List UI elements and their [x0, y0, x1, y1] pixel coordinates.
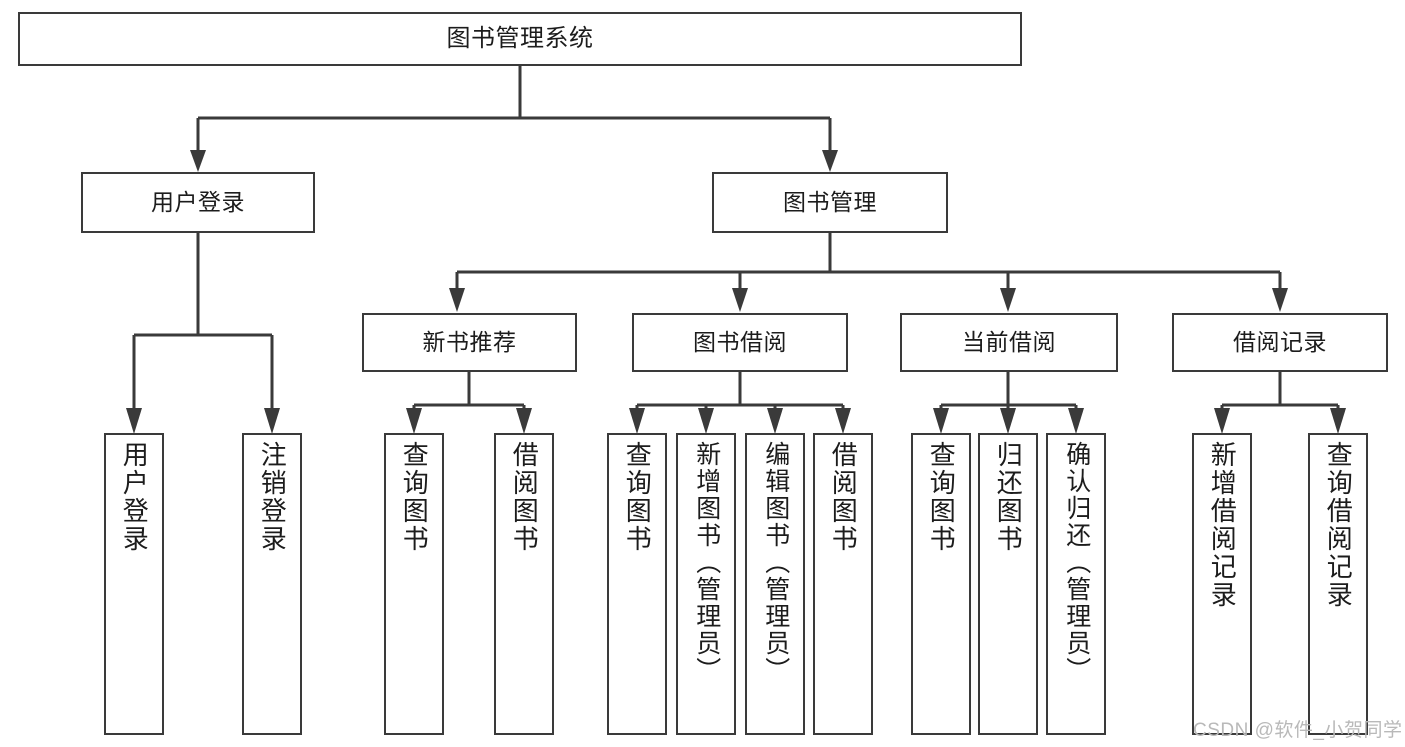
node-root-system[interactable]: 图书管理系统 [18, 12, 1022, 66]
node-label: 新书推荐 [422, 328, 517, 355]
leaf-borrow-edit-book-admin[interactable]: 编辑图书（管理员） [745, 433, 805, 735]
node-label: 用户登录 [119, 441, 150, 553]
node-label: 查询图书 [926, 441, 957, 553]
node-label: 图书管理系统 [446, 24, 594, 52]
leaf-record-add-record[interactable]: 新增借阅记录 [1192, 433, 1252, 735]
node-label: 借阅图书 [509, 441, 540, 553]
node-book-borrow[interactable]: 图书借阅 [632, 313, 848, 372]
node-label: 新增图书（管理员） [692, 441, 721, 684]
leaf-borrow-query-book[interactable]: 查询图书 [607, 433, 667, 735]
leaf-user-login[interactable]: 用户登录 [104, 433, 164, 735]
node-label: 当前借阅 [962, 328, 1056, 355]
node-label: 借阅图书 [828, 441, 859, 553]
node-new-book-recommend[interactable]: 新书推荐 [362, 313, 577, 372]
node-label: 借阅记录 [1233, 328, 1327, 355]
leaf-record-query-record[interactable]: 查询借阅记录 [1308, 433, 1368, 735]
leaf-newbook-query-book[interactable]: 查询图书 [384, 433, 444, 735]
node-label: 查询图书 [622, 441, 653, 553]
node-label: 用户登录 [151, 188, 245, 215]
node-book-management[interactable]: 图书管理 [712, 172, 948, 233]
node-label: 图书管理 [783, 188, 877, 215]
node-label: 确认归还（管理员） [1062, 441, 1091, 684]
node-user-login[interactable]: 用户登录 [81, 172, 315, 233]
node-label: 归还图书 [993, 441, 1024, 553]
watermark-text: CSDN @软件_小贺同学 [1193, 720, 1403, 741]
node-label: 查询借阅记录 [1323, 441, 1354, 609]
leaf-logout[interactable]: 注销登录 [242, 433, 302, 735]
node-current-borrow[interactable]: 当前借阅 [900, 313, 1118, 372]
node-label: 编辑图书（管理员） [761, 441, 790, 684]
leaf-current-return-book[interactable]: 归还图书 [978, 433, 1038, 735]
node-borrow-record[interactable]: 借阅记录 [1172, 313, 1388, 372]
node-label: 注销登录 [257, 441, 288, 553]
leaf-current-query-book[interactable]: 查询图书 [911, 433, 971, 735]
leaf-borrow-add-book-admin[interactable]: 新增图书（管理员） [676, 433, 736, 735]
node-label: 查询图书 [399, 441, 430, 553]
node-label: 新增借阅记录 [1207, 441, 1238, 609]
leaf-borrow-borrow-book[interactable]: 借阅图书 [813, 433, 873, 735]
node-label: 图书借阅 [693, 328, 787, 355]
leaf-newbook-borrow-book[interactable]: 借阅图书 [494, 433, 554, 735]
leaf-current-confirm-return-admin[interactable]: 确认归还（管理员） [1046, 433, 1106, 735]
